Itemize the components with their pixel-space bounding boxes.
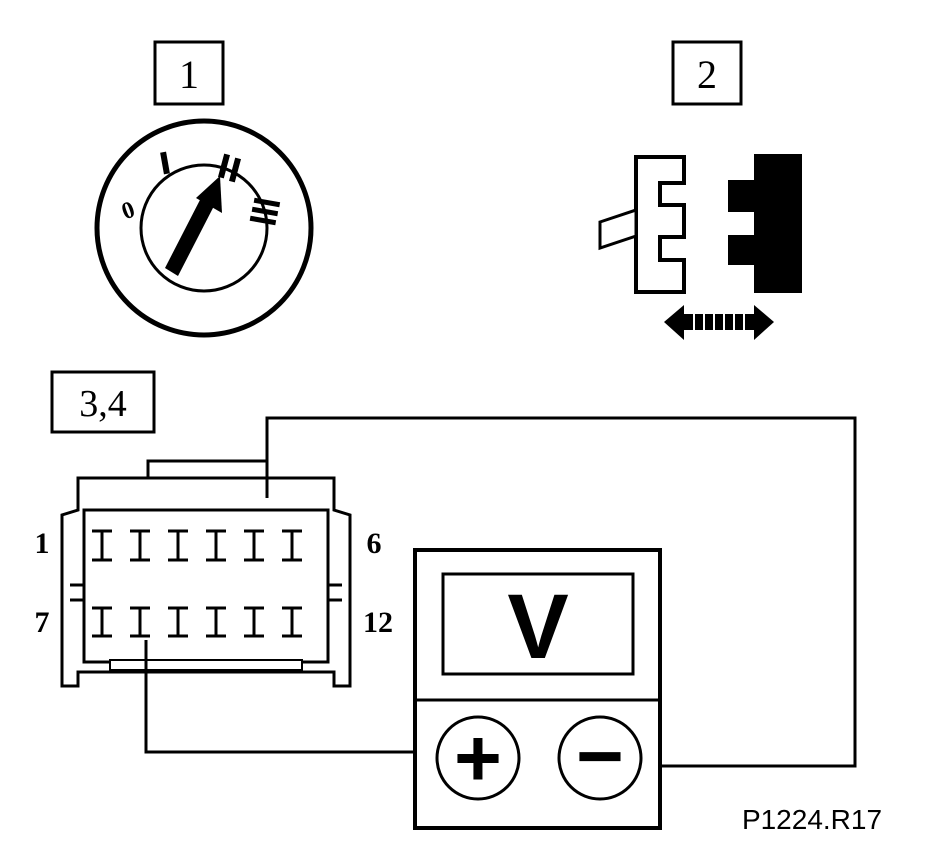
negative-terminal: − xyxy=(557,711,643,802)
figure-reference: P1224.R17 xyxy=(742,804,882,835)
pin-row-top xyxy=(92,529,302,562)
pin-label-7: 7 xyxy=(35,606,50,639)
pin-label-6: 6 xyxy=(367,527,382,560)
step-1-label-box: 1 xyxy=(153,40,225,106)
ignition-key-icon xyxy=(165,196,215,276)
pin-8 xyxy=(130,606,150,638)
pin-5 xyxy=(244,529,264,562)
ignition-switch-icon: 0 xyxy=(94,118,314,338)
voltmeter-icon: V + − xyxy=(413,548,662,830)
negative-terminal-sign: − xyxy=(576,711,624,802)
voltmeter-display xyxy=(441,572,635,676)
pin-3 xyxy=(168,529,188,562)
connector-12pin-icon xyxy=(60,459,352,688)
pin-label-1: 1 xyxy=(35,527,50,560)
pin-1 xyxy=(92,529,112,562)
step-34-label-box: 3,4 xyxy=(50,370,156,434)
pin-4 xyxy=(206,529,226,562)
connector-socket-icon xyxy=(728,154,802,293)
pin-row-bottom xyxy=(92,606,302,638)
connector-plug-icon xyxy=(598,155,686,294)
step-1-label: 1 xyxy=(179,52,199,97)
positive-terminal-sign: + xyxy=(454,713,502,804)
positive-test-lead xyxy=(144,640,437,754)
step-2-label: 2 xyxy=(697,52,717,97)
step-34-label: 3,4 xyxy=(79,383,127,425)
positive-terminal: + xyxy=(435,713,521,804)
ignition-position-I-mark xyxy=(160,151,170,175)
pin-11 xyxy=(244,606,264,638)
ignition-position-III-mark xyxy=(249,197,281,226)
double-arrow-icon xyxy=(664,305,774,340)
ignition-position-II-mark xyxy=(217,153,242,183)
pin-2 xyxy=(130,529,150,562)
pin-label-12: 12 xyxy=(363,606,393,639)
voltmeter-display-unit: V xyxy=(507,576,568,678)
pin-9 xyxy=(168,606,188,638)
pin-10 xyxy=(206,606,226,638)
pin-6 xyxy=(282,529,302,562)
step-2-label-box: 2 xyxy=(671,40,743,106)
pin-12 xyxy=(282,606,302,638)
pin-7 xyxy=(92,606,112,638)
negative-test-lead xyxy=(265,416,857,768)
